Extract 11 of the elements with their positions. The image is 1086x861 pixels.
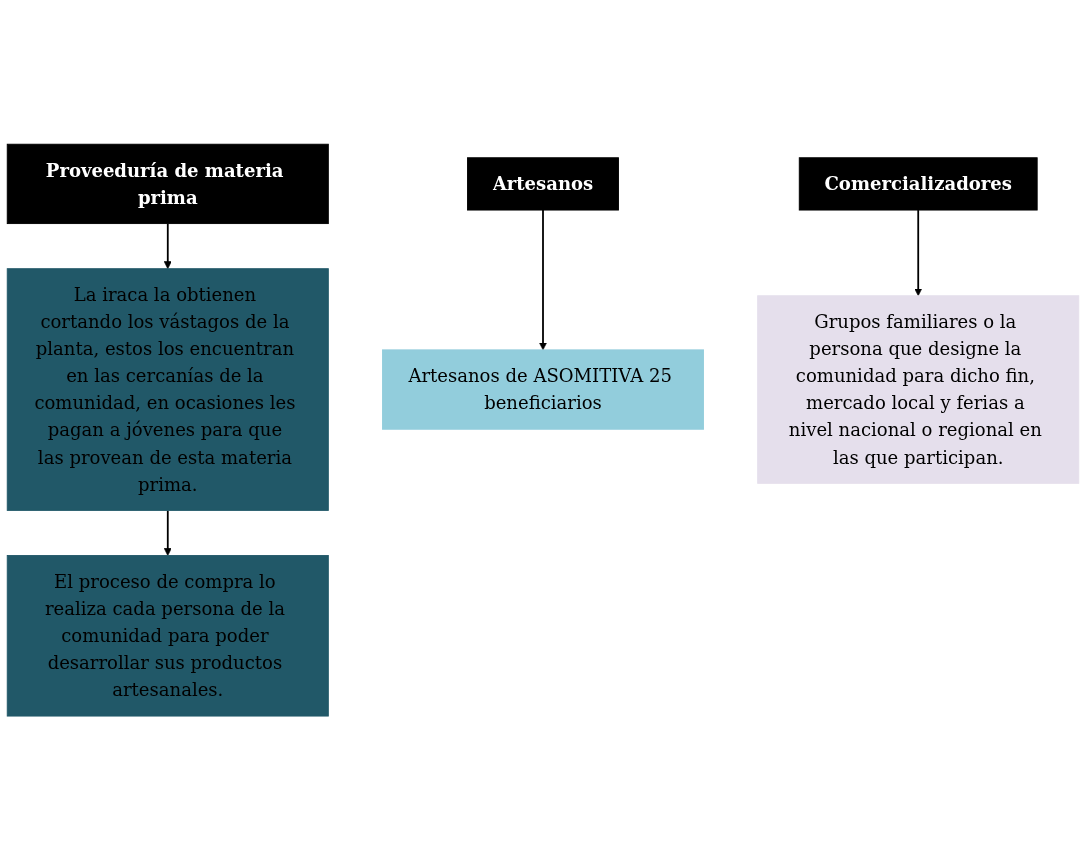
node-box: Grupos familiares o la persona que designe la comunidad para dicho fin, mercado local y ferias a nivel nacional o regional en las que participan. [757,295,1080,485]
node-box: El proceso de compra lo realiza cada persona de la comunidad para poder desarrollar sus productos artesanales. [6,555,329,717]
node-box: Proveeduría de materia prima [6,144,329,225]
arrow [914,209,923,297]
arrow [163,509,172,557]
node-box: Artesanos [467,157,619,211]
node-box: Artesanos de ASOMITIVA 25 beneficiarios [382,349,704,431]
arrow [163,223,172,270]
node-box: La iraca la obtienen cortando los vástagos de la planta, estos los encuentran en las cercanías de la comunidad, en ocasiones les pagan a jóvenes para que las provean de esta materia prima. [6,268,329,512]
node-box: Comercializadores [798,157,1038,211]
arrow [539,209,547,351]
